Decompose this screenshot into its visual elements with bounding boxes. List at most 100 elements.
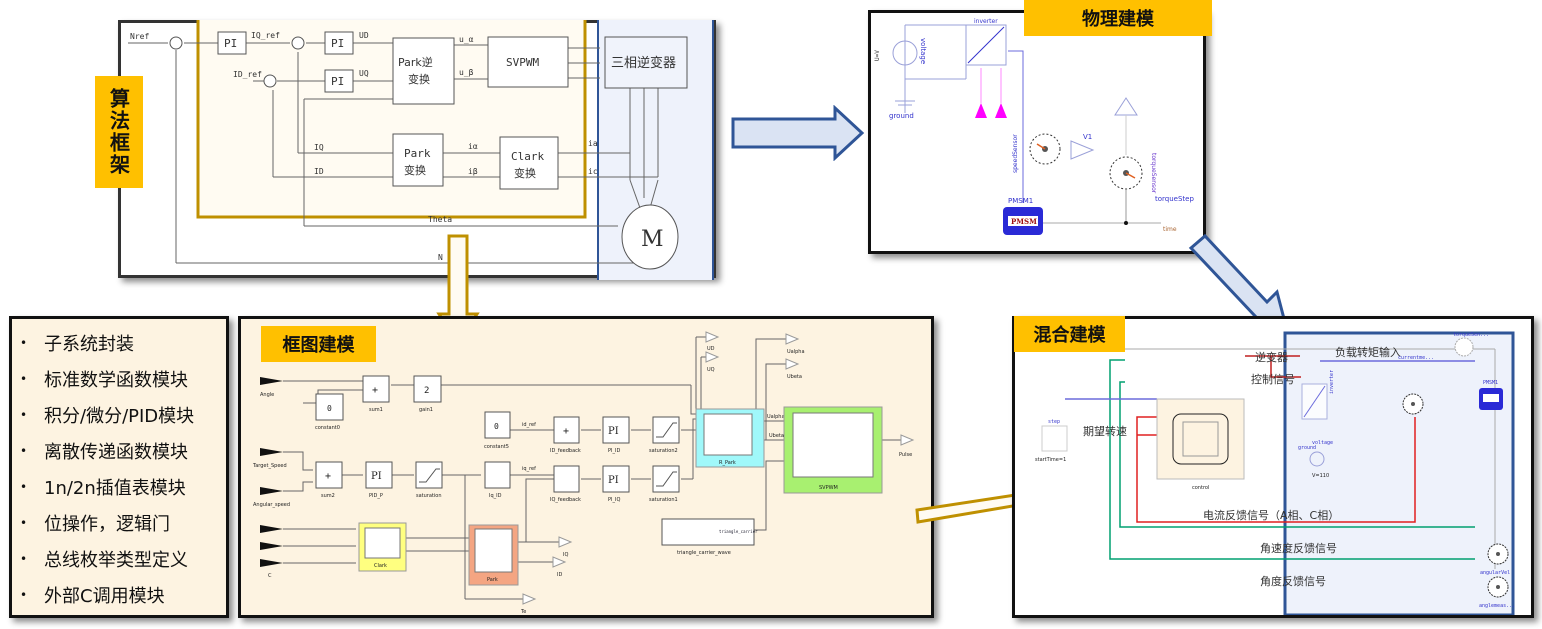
pwm-input-1-icon [975, 103, 987, 118]
right-arrow [731, 105, 865, 161]
carrier-port: triangle_carrier [719, 529, 758, 534]
angular-vel-label: angularVel [1480, 570, 1510, 576]
sum-junction-speed [169, 36, 183, 50]
outport-ubeta [785, 358, 800, 370]
signal-iq-ref: IQ_ref [251, 31, 280, 40]
inport-label-c: C [268, 573, 272, 579]
iq-feedback-label: IQ_feedback [550, 497, 581, 503]
outport-label-ubeta: Ubeta [787, 374, 802, 380]
id-feedback-sign: + [563, 426, 569, 437]
inport-label-target-speed: Target_Speed [252, 463, 287, 469]
inport-label-angle: Angle [260, 392, 274, 398]
saturation-block [415, 461, 443, 489]
signal-i-alpha: iα [468, 142, 478, 151]
block-diagram-tag-label: 框图建模 [282, 335, 355, 356]
inverse-park-label-2: 变换 [408, 72, 430, 86]
u-eq-label: U=V [874, 50, 881, 61]
signal-theta: Theta [428, 215, 452, 224]
signal-iq: IQ [314, 143, 324, 152]
feature-text: 总线枚举类型定义 [44, 550, 188, 571]
clark-label-1: Clark [511, 150, 544, 163]
pi-block-iq [324, 31, 354, 55]
inport-angular-speed [260, 487, 283, 495]
outport-uq [705, 351, 720, 363]
park-label-2: 变换 [404, 163, 426, 177]
block-diagram: Angle Target_Speed Angular_speed C + sum… [252, 331, 915, 615]
step-block [1041, 425, 1068, 452]
physical-tag-label: 物理建模 [1082, 9, 1154, 30]
constant5-label: constant5 [484, 444, 509, 450]
gain1-value: 2 [424, 386, 429, 396]
sum2-block [315, 461, 343, 489]
signal-ia: ia [588, 139, 598, 148]
id-feedback-block [553, 416, 580, 444]
algorithm-tag: 算法框架 [95, 76, 143, 188]
start-time-label: startTime=1 [1035, 457, 1066, 463]
feature-text: 子系统封装 [44, 334, 134, 355]
voltage-label: voltage [919, 38, 927, 64]
pi-iq-block [602, 465, 630, 493]
pi-id-block [602, 416, 630, 444]
pmsm-badge: PMSM [1011, 217, 1037, 226]
gain1-label: gain1 [419, 407, 433, 413]
inport-label-angular-speed: Angular_speed [253, 502, 290, 508]
pi-iq-pi: PI [608, 475, 619, 486]
hybrid-tag-label: 混合建模 [1033, 325, 1106, 346]
inverter-ctrl-label-2: 控制信号 [1251, 372, 1295, 386]
id-feedback-label: ID_feedback [550, 448, 581, 454]
outport-iq [558, 536, 573, 548]
ground-label: ground [889, 112, 914, 120]
physical-diagram: voltage U=V ground inverter speedSensor … [874, 18, 1194, 235]
signal-u-alpha: u_α [459, 35, 474, 44]
outport-label-te: Te [520, 609, 526, 615]
pid-p-pi: PI [371, 471, 382, 482]
v1-label: V1 [1083, 133, 1092, 141]
speed-sensor-label: speedSensor [1012, 134, 1019, 173]
pid-p-label: PID_P [369, 493, 383, 499]
pi-block-speed [217, 31, 247, 55]
sum2-sign: + [325, 471, 331, 482]
sum-junction-iq [291, 36, 305, 50]
time-label: time [1163, 226, 1177, 233]
park-block [392, 133, 444, 187]
signal-ubeta: Ubeta [769, 433, 784, 439]
sum1-block [362, 375, 390, 403]
saturation-label: saturation [416, 493, 442, 499]
svpwm-label: SVPWM [506, 56, 539, 69]
iq-feedback-block [553, 465, 580, 493]
constant0-value: 0 [327, 404, 332, 413]
feature-text: 离散传递函数模块 [44, 442, 188, 463]
pi-label-id: PI [331, 75, 344, 88]
saturation2-label: saturation2 [649, 448, 678, 454]
motor-label: M [641, 227, 664, 252]
signal-i-beta: iβ [468, 167, 478, 176]
pi-id-pi: PI [608, 426, 619, 437]
plant-frame [1283, 331, 1515, 615]
torque-step-label: torqueStep [1155, 195, 1194, 203]
voltage-source-icon [892, 40, 918, 66]
pi-label-iq: PI [331, 37, 344, 50]
current-feedback-label: 电流反馈信号（A相、C相） [1203, 508, 1339, 522]
algorithm-diagram: Nref IQ_ref ID_ref UD UQ u_α u_β IQ ID i… [128, 20, 714, 280]
outport-label-ud: UD [707, 346, 715, 352]
park-label: Park [487, 577, 498, 583]
pi-id-label: PI_ID [608, 448, 620, 454]
outport-ud [705, 331, 720, 343]
carrier-block [661, 518, 755, 546]
park-label-1: Park [404, 147, 431, 160]
saturation1-block [652, 465, 680, 493]
signal-id-ref: ID_ref [233, 70, 262, 79]
carrier-label: triangle_carrier_wave [677, 550, 731, 556]
signal-nref: Nref [130, 32, 149, 41]
clark-label-2: 变换 [514, 166, 536, 180]
clark-block [499, 136, 559, 190]
ground-label: ground [1298, 445, 1316, 451]
inport-a [260, 525, 283, 533]
desired-speed-label: 期望转速 [1083, 424, 1127, 438]
pi-label-speed: PI [224, 37, 237, 50]
torque-sensor-label: torqueSensor [1150, 153, 1157, 194]
outport-te [522, 593, 537, 605]
motor-symbol [621, 204, 679, 270]
constant5-value: 0 [494, 422, 499, 431]
saturation1-label: saturation1 [649, 497, 678, 503]
